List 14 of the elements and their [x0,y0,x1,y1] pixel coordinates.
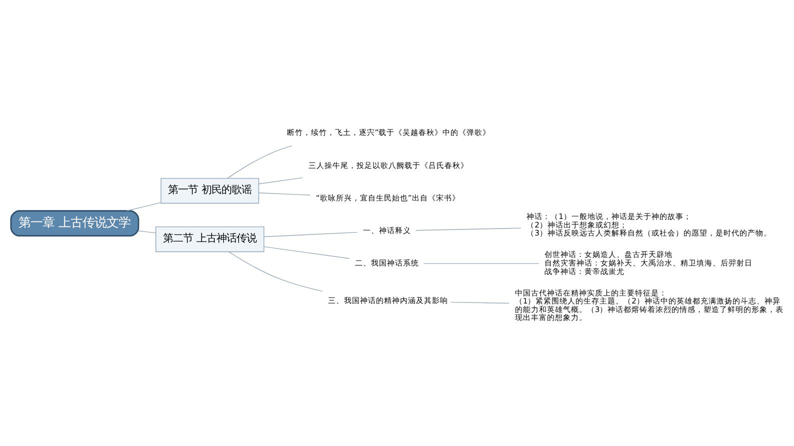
connector [126,202,162,212]
connector [264,246,350,259]
connector [228,252,323,292]
connector [264,232,358,238]
connector [450,302,510,304]
connector [258,192,310,196]
connector [423,263,540,264]
node-box: 第一节 初民的歌谣 [160,178,260,204]
connector [258,177,304,184]
connector [227,145,292,179]
connector [416,228,522,231]
connector [138,230,156,234]
node-box: 第二节 上古神话传说 [155,226,264,252]
node-box: 第一章 上古传说文学 [10,210,140,237]
